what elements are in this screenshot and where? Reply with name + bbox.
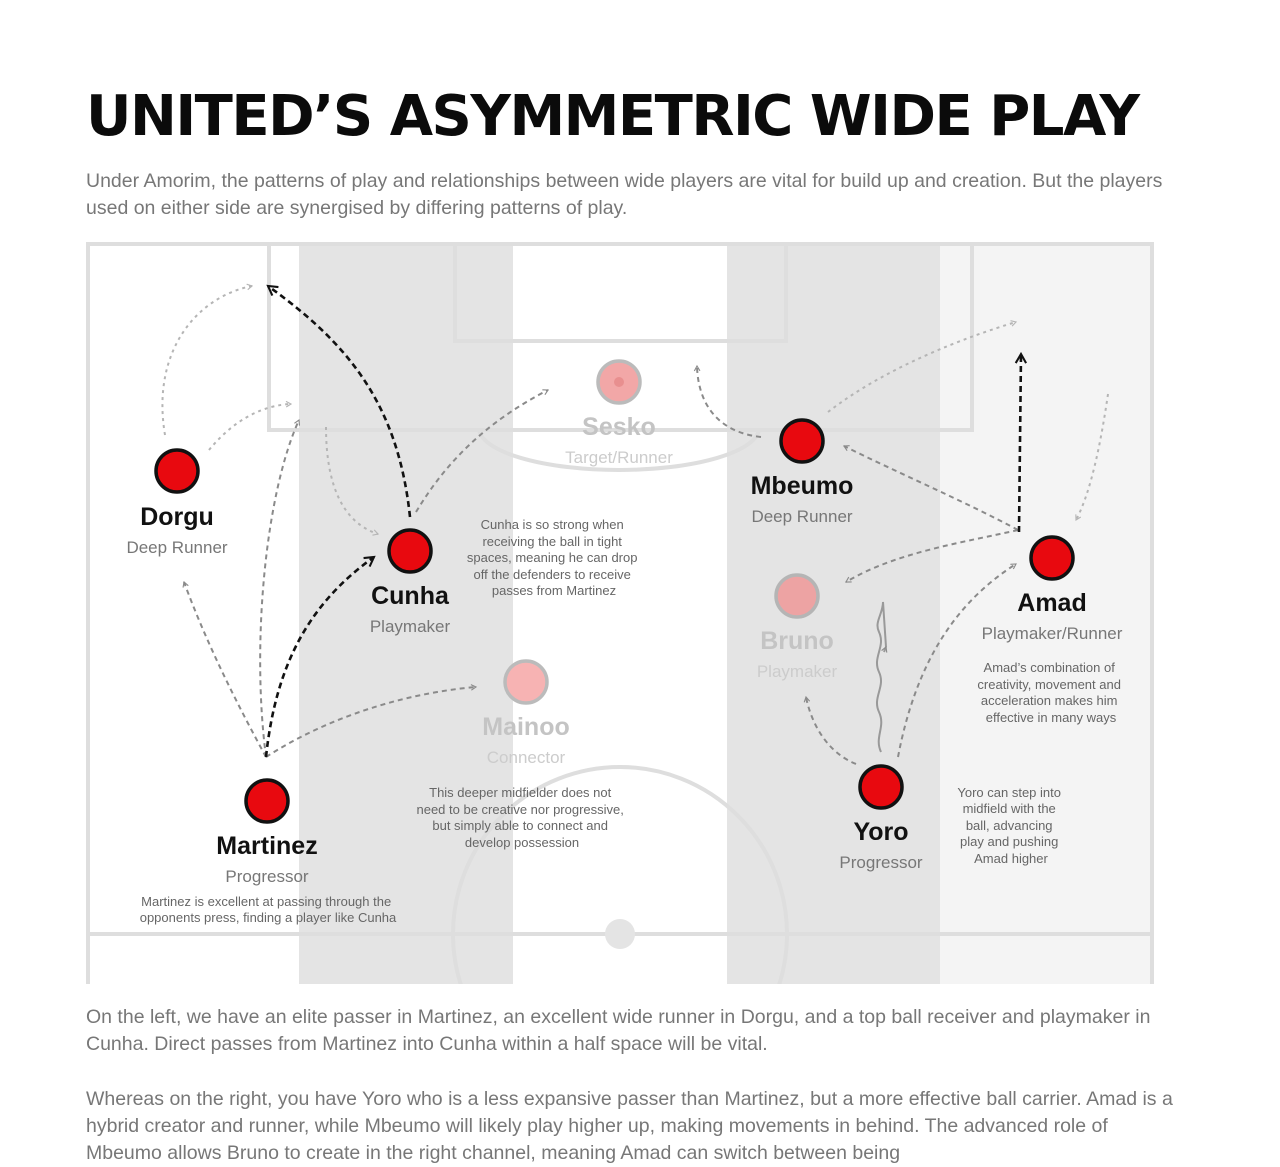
key-arrows — [264, 284, 1028, 758]
mbeumo-run-arrow — [827, 320, 1018, 413]
yoro-note: Yoro can step into midfield with the bal… — [957, 785, 1064, 866]
yoro-carry-tail — [881, 645, 888, 653]
player-name: Mbeumo — [751, 472, 854, 500]
cunha-to-sesko-arrow — [415, 389, 550, 513]
cunha-run-behind-arrow — [266, 284, 412, 518]
cunha-note: Cunha is so strong when receiving the ba… — [467, 517, 641, 598]
player-role: Playmaker — [370, 617, 451, 636]
cunha-drop-arrow — [325, 426, 380, 536]
amad-to-mbeumo-arrow — [842, 445, 1019, 531]
martinez-to-mainoo-arrow — [265, 684, 478, 758]
player-amad: Amad Playmaker/Runner — [982, 535, 1123, 643]
martinez-note: Martinez is excellent at passing through… — [140, 894, 397, 925]
martinez-long-run-arrow — [259, 418, 301, 758]
player-role: Playmaker — [757, 662, 838, 681]
player-role: Progressor — [225, 867, 308, 886]
player-name: Sesko — [582, 413, 656, 441]
player-mainoo: Mainoo Connector — [482, 659, 570, 767]
player-dorgu: Dorgu Deep Runner — [126, 448, 228, 557]
dorgu-overlap-arrow — [161, 283, 254, 436]
player-name: Cunha — [371, 582, 450, 610]
body-paragraph-right: Whereas on the right, you have Yoro who … — [86, 1088, 1173, 1164]
light-movement-arrows — [161, 283, 1109, 536]
player-name: Bruno — [760, 627, 834, 655]
mbeumo-drop-arrow — [693, 364, 762, 438]
right-half-space-lane — [727, 242, 940, 984]
centre-spot — [605, 919, 635, 949]
player-cunha: Cunha Playmaker — [370, 528, 451, 636]
player-dot — [779, 418, 825, 464]
martinez-to-dorgu-arrow — [182, 580, 267, 758]
player-role: Progressor — [839, 853, 922, 872]
player-dot — [858, 764, 904, 810]
player-name: Dorgu — [140, 503, 214, 531]
tactics-pitch: Dorgu Deep Runner Cunha Playmaker Martin… — [86, 242, 1154, 984]
body-paragraph-left: On the left, we have an elite passer in … — [86, 1006, 1151, 1055]
mainoo-note: This deeper midfielder does not need to … — [416, 785, 627, 850]
amad-to-bruno-arrow — [845, 529, 1019, 583]
player-martinez: Martinez Progressor — [216, 778, 318, 886]
page-subtitle: Under Amorim, the patterns of play and r… — [86, 170, 1163, 219]
amad-note: Amad’s combination of creativity, moveme… — [977, 660, 1124, 725]
player-yoro: Yoro Progressor — [839, 764, 923, 872]
player-role: Target/Runner — [565, 448, 673, 467]
player-role: Deep Runner — [126, 538, 227, 557]
player-dot — [154, 448, 200, 494]
player-dot — [244, 778, 290, 824]
player-mbeumo: Mbeumo Deep Runner — [751, 418, 854, 526]
player-sesko: Sesko Target/Runner — [565, 359, 673, 467]
player-dot — [774, 573, 820, 619]
player-dot — [503, 659, 549, 705]
amad-drop-arrow — [1075, 393, 1109, 521]
yoro-ball-carry-arrow — [876, 601, 887, 753]
yoro-to-amad-arrow — [897, 563, 1017, 758]
player-name: Mainoo — [482, 713, 570, 741]
right-wide-lane — [940, 242, 1151, 984]
player-role: Connector — [487, 748, 566, 767]
martinez-to-cunha-key-pass — [264, 555, 376, 758]
player-name: Amad — [1017, 589, 1086, 617]
player-role: Playmaker/Runner — [982, 624, 1123, 643]
dorgu-inside-run-arrow — [208, 400, 293, 451]
yoro-to-bruno-arrow — [803, 695, 857, 765]
player-bruno: Bruno Playmaker — [757, 573, 838, 681]
player-dot — [1029, 535, 1075, 581]
pass-arrows — [182, 364, 1019, 765]
player-name: Yoro — [853, 818, 908, 846]
player-dot — [387, 528, 433, 574]
page-title: UNITED’S ASYMMETRIC WIDE PLAY — [86, 84, 1140, 149]
left-half-space-lane — [299, 242, 513, 984]
player-name: Martinez — [216, 832, 317, 860]
player-role: Deep Runner — [751, 507, 852, 526]
